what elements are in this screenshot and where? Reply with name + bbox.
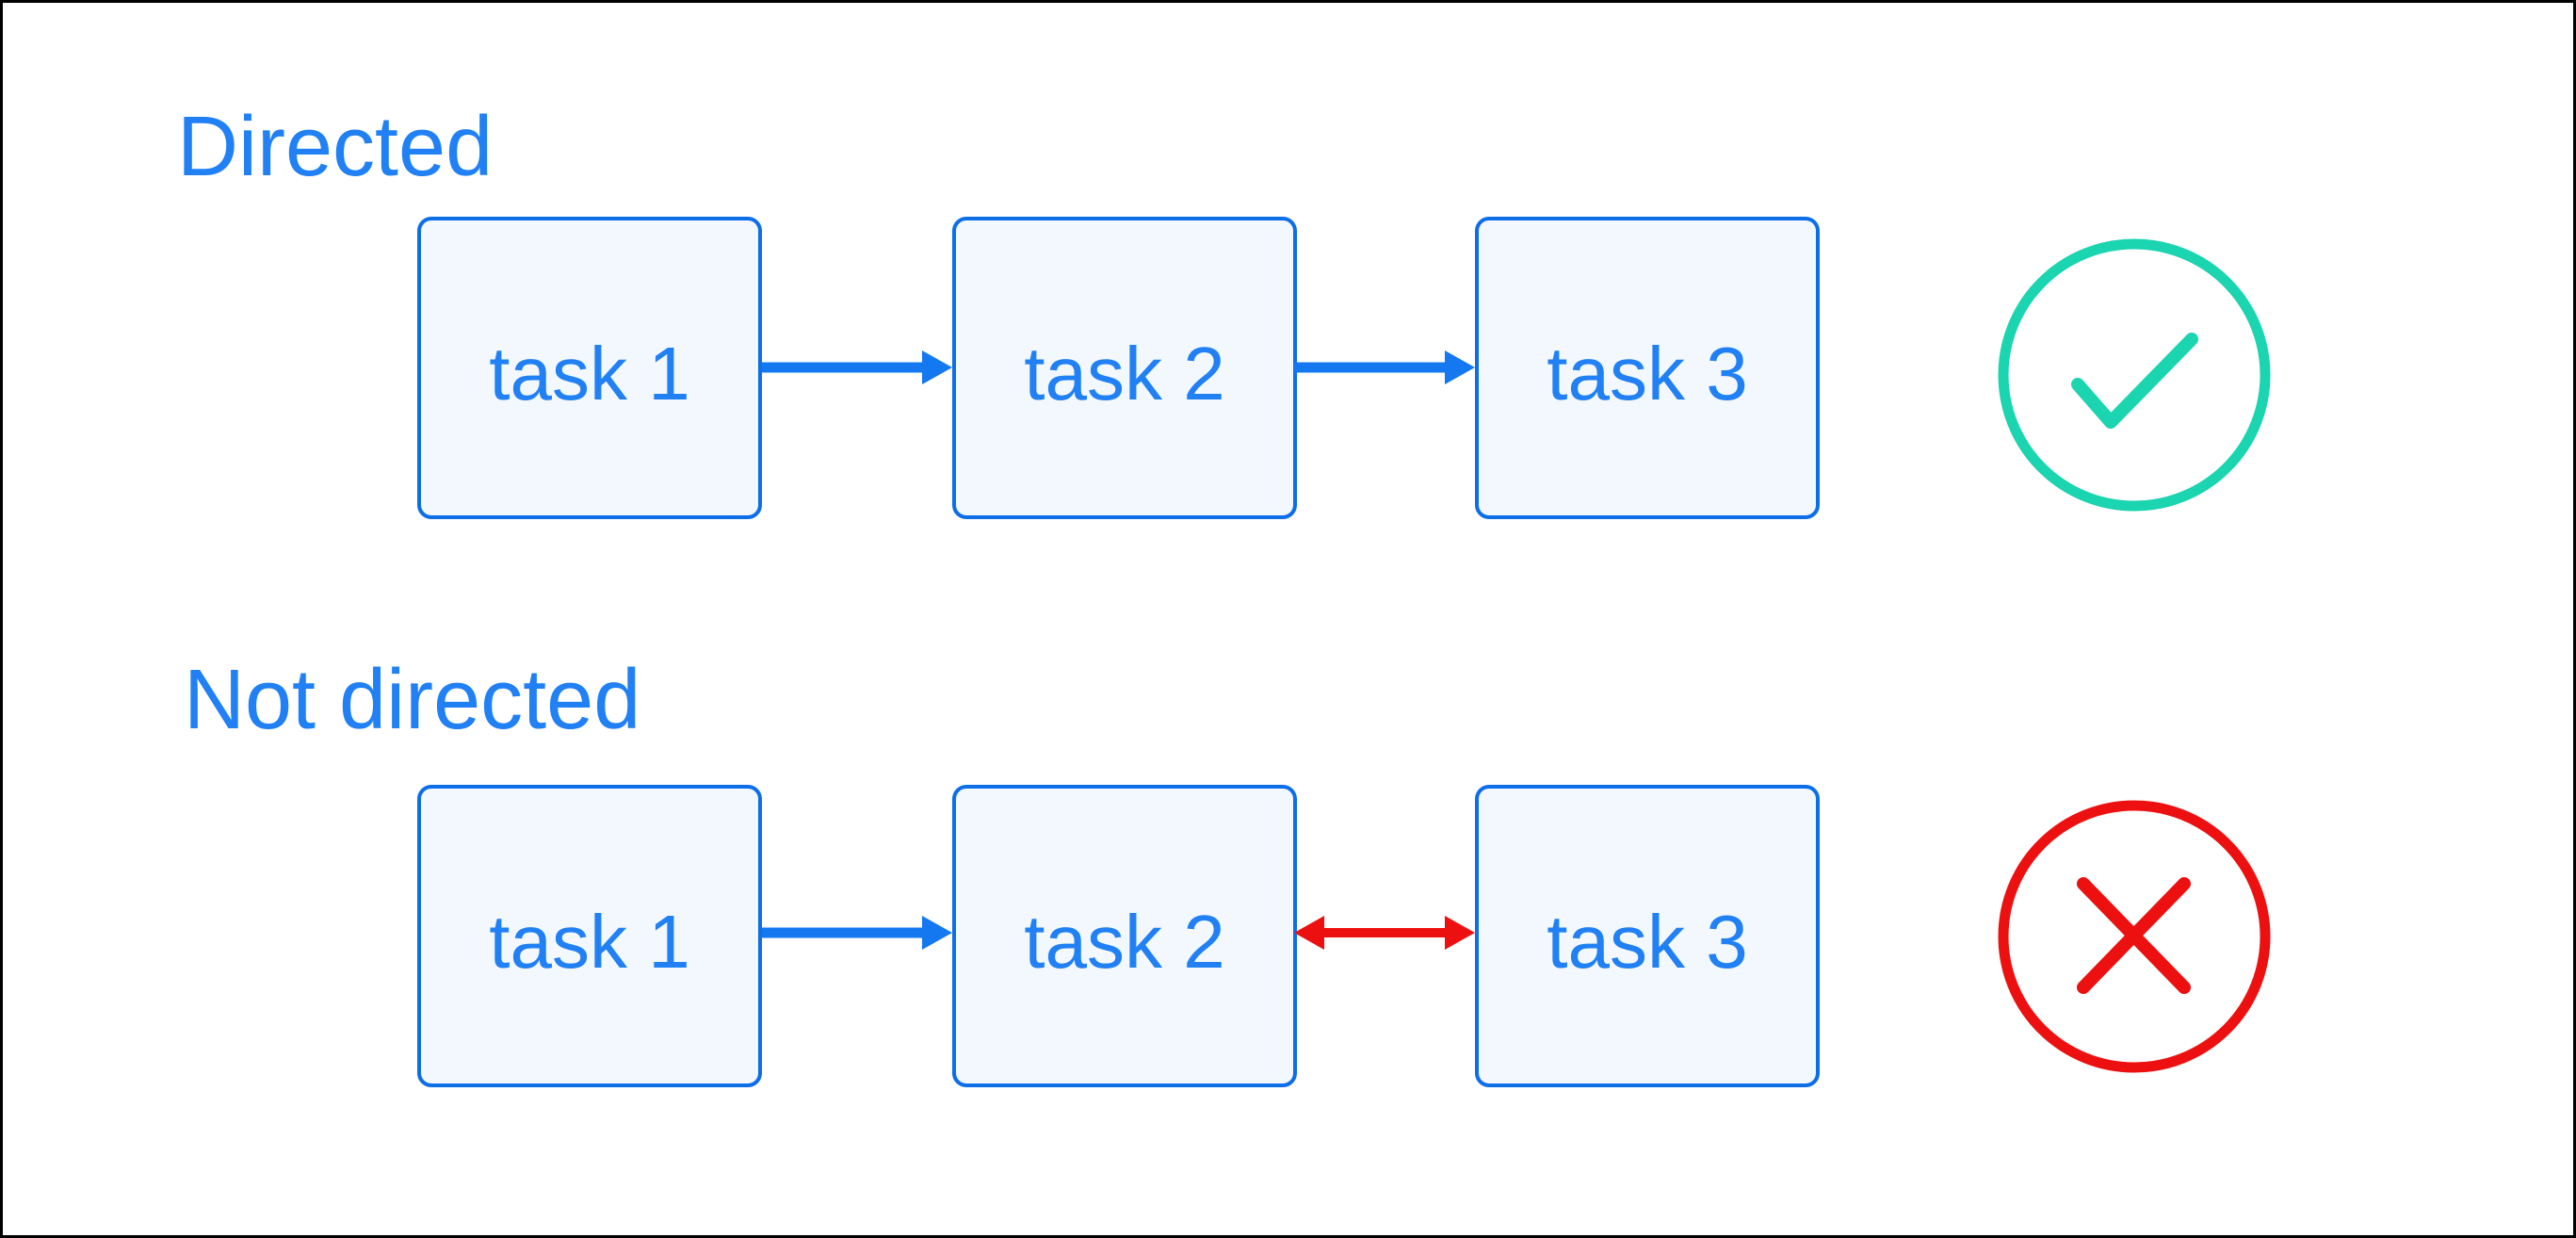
node-label: task 2 [1024, 899, 1225, 984]
arrow-right-icon [762, 350, 952, 384]
check-circle-icon [1998, 238, 2271, 512]
node-notdirected-task-2: task 2 [952, 785, 1297, 1087]
section-label-not-directed: Not directed [184, 653, 641, 747]
arrow-both-ways-icon [1294, 916, 1475, 950]
node-notdirected-task-3: task 3 [1475, 785, 1820, 1087]
arrow-right-icon [762, 916, 952, 950]
node-label: task 3 [1547, 899, 1748, 984]
node-label: task 1 [489, 899, 690, 984]
section-label-directed: Directed [177, 100, 494, 194]
cross-circle-icon [1998, 800, 2271, 1073]
arrow-right-icon [1294, 350, 1475, 384]
node-directed-task-1: task 1 [417, 217, 762, 519]
node-notdirected-task-1: task 1 [417, 785, 762, 1087]
node-label: task 1 [489, 331, 690, 415]
node-label: task 2 [1024, 331, 1225, 415]
node-directed-task-2: task 2 [952, 217, 1297, 519]
node-label: task 3 [1547, 331, 1748, 415]
node-directed-task-3: task 3 [1475, 217, 1820, 519]
